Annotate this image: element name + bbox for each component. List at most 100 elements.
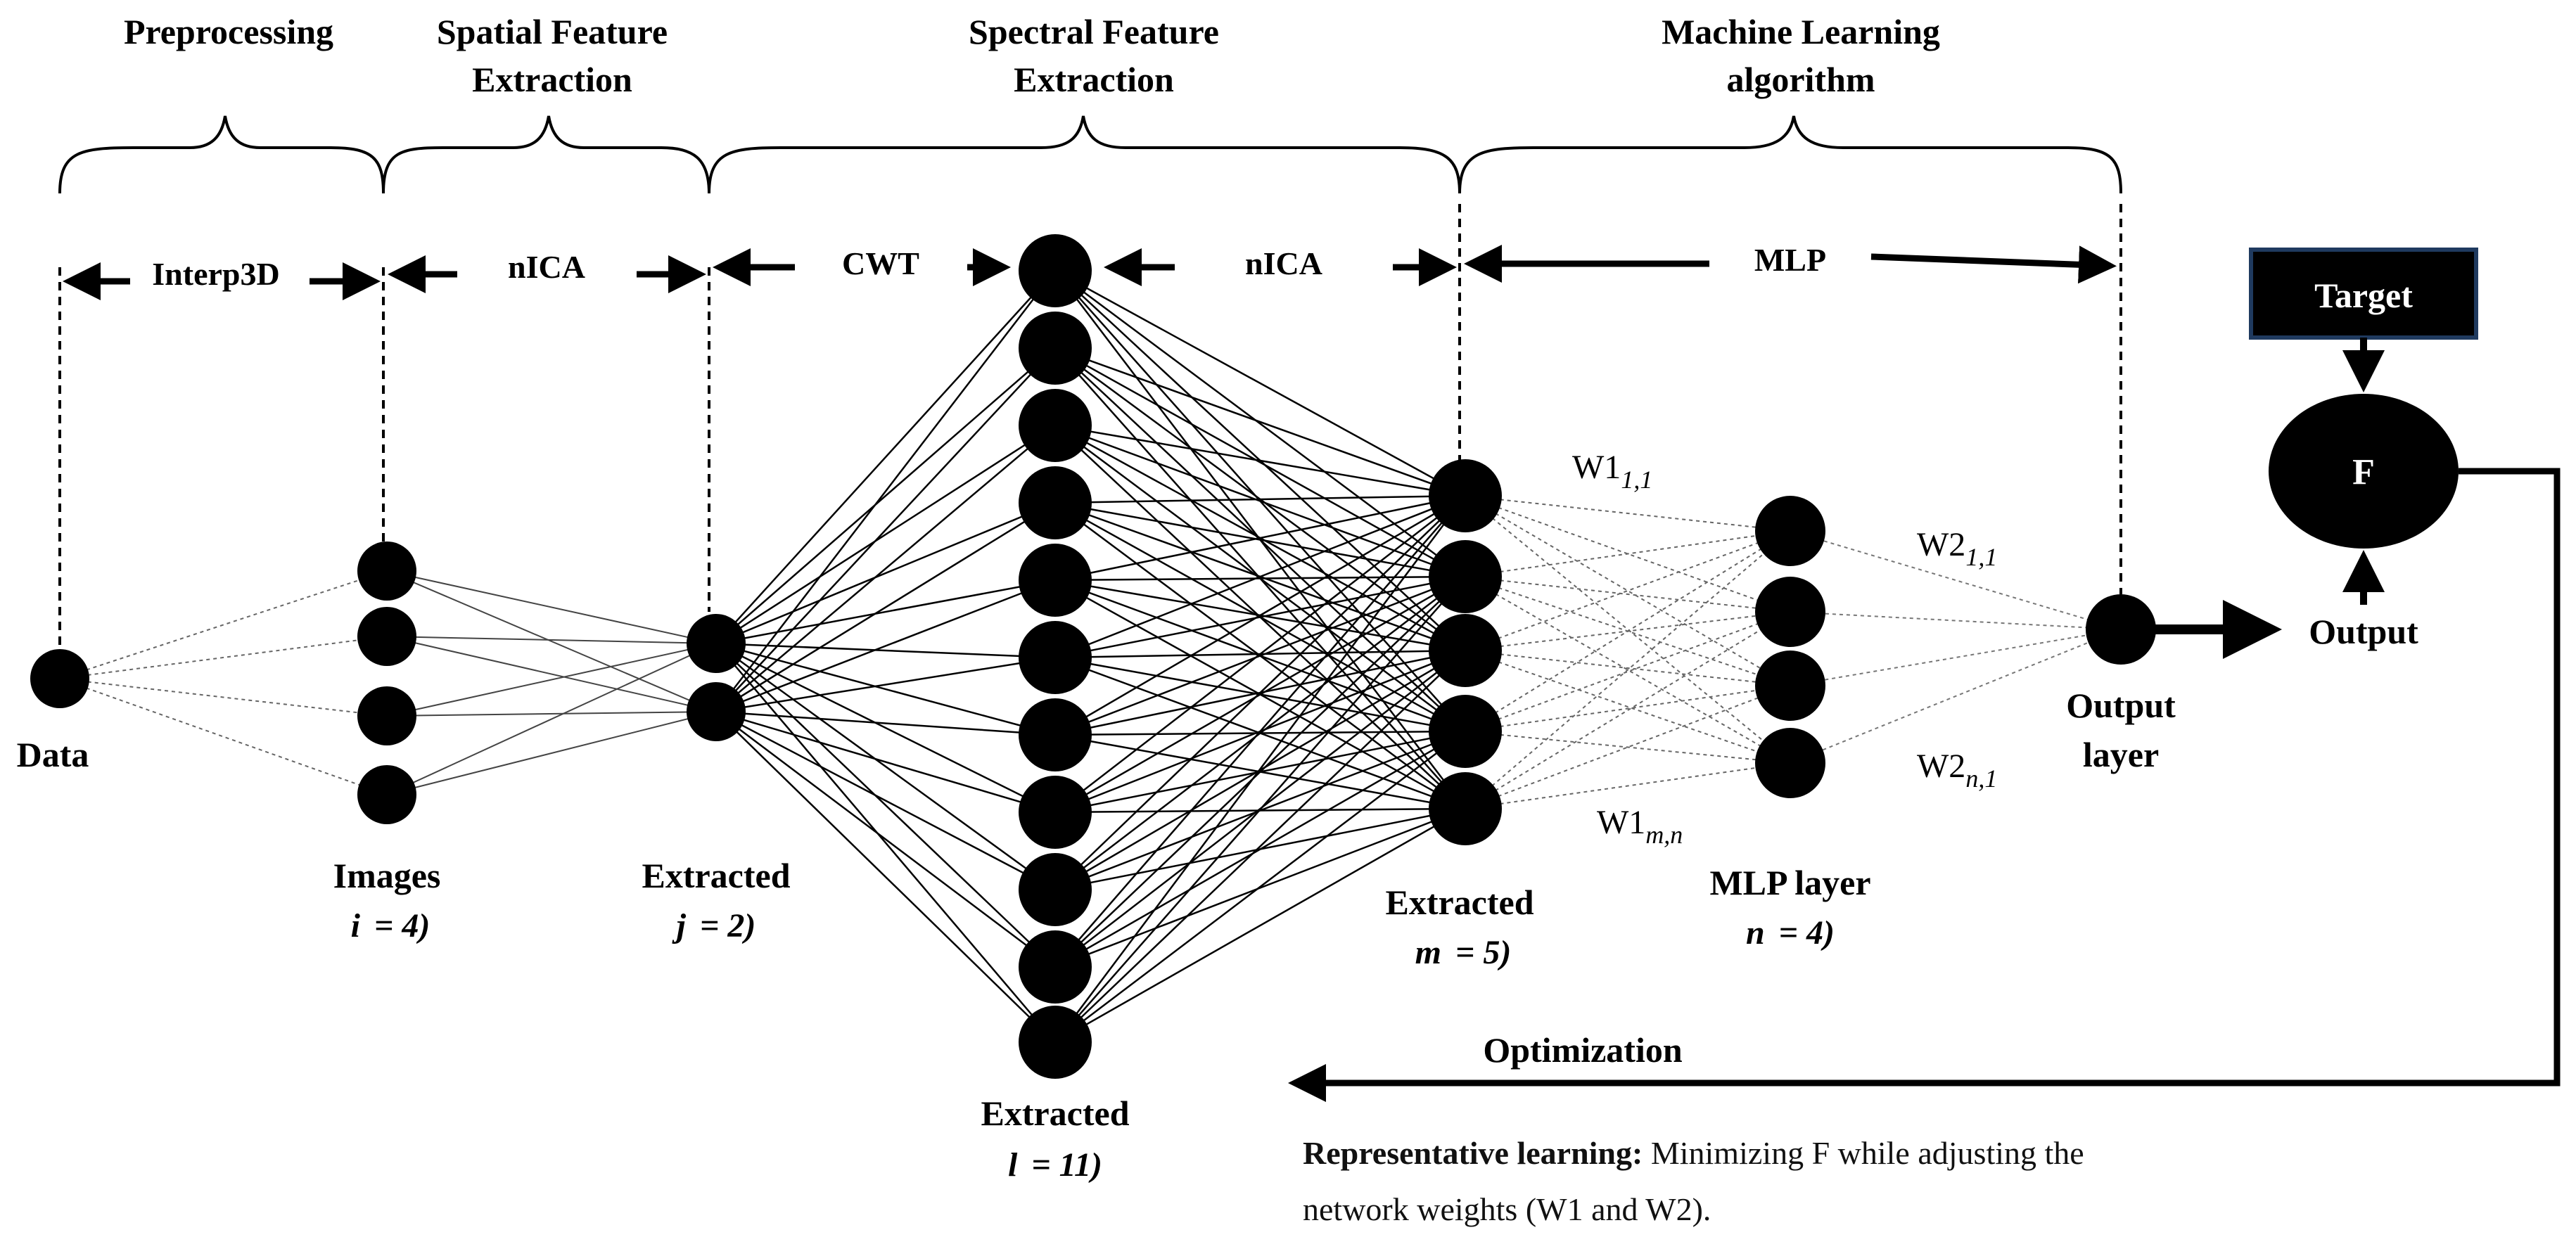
connection-extracted_j-extracted_l bbox=[715, 425, 1056, 712]
connection-extracted_l-extracted_m bbox=[1054, 495, 1466, 1043]
step-interp3d: Interp3D bbox=[152, 256, 279, 292]
connection-mlp_layer-output_layer bbox=[1790, 530, 2122, 630]
connection-extracted_l-extracted_m bbox=[1054, 575, 1466, 736]
node-mlp-layer-1 bbox=[1755, 496, 1825, 566]
node-extracted-m-3 bbox=[1429, 614, 1502, 687]
connection-extracted_m-mlp_layer bbox=[1465, 495, 1791, 764]
brace-ml bbox=[1458, 115, 2122, 194]
loss-block: Target F Output Optimization bbox=[1288, 248, 2561, 1102]
connection-images-extracted_j bbox=[386, 570, 717, 712]
layer-labels: Data Images i= 4) Extracted j= 2) Extrac… bbox=[17, 686, 2176, 1184]
connection-extracted_m-mlp_layer bbox=[1465, 530, 1791, 809]
connection-extracted_l-extracted_m bbox=[1054, 269, 1466, 497]
label-data: Data bbox=[17, 735, 89, 774]
node-output-layer-1 bbox=[2086, 594, 2156, 665]
connection-extracted_l-extracted_m bbox=[1054, 576, 1466, 1043]
step-mlp: MLP bbox=[1754, 242, 1826, 278]
node-extracted-l-6 bbox=[1019, 621, 1092, 694]
connection-extracted_m-mlp_layer bbox=[1465, 611, 1791, 809]
weight-w1-11: W11,1 bbox=[1572, 449, 1652, 494]
connection-extracted_j-extracted_l bbox=[715, 347, 1056, 644]
label-output-layer-2: layer bbox=[2083, 735, 2159, 774]
node-images-1 bbox=[357, 542, 416, 601]
representative-learning-note: Representative learning: Minimizing F wh… bbox=[1303, 1135, 2084, 1227]
connection-extracted_j-extracted_l bbox=[715, 656, 1056, 713]
stage-headers: Preprocessing Spatial Feature Extraction… bbox=[124, 12, 1940, 99]
connection-extracted_j-extracted_l bbox=[715, 643, 1056, 968]
node-extracted-l-7 bbox=[1019, 698, 1092, 771]
connection-images-extracted_j bbox=[386, 711, 717, 795]
node-extracted-m-2 bbox=[1429, 540, 1502, 613]
connection-extracted_j-extracted_l bbox=[715, 270, 1056, 644]
connection-extracted_l-extracted_m bbox=[1054, 575, 1466, 659]
node-extracted-l-4 bbox=[1019, 466, 1092, 539]
label-extracted-l: Extracted bbox=[981, 1094, 1129, 1133]
connection-images-extracted_j bbox=[386, 570, 717, 644]
node-extracted-m-1 bbox=[1429, 459, 1502, 532]
connection-extracted_j-extracted_l bbox=[715, 642, 1056, 891]
node-mlp-layer-3 bbox=[1755, 651, 1825, 721]
connection-extracted_j-extracted_l bbox=[715, 270, 1056, 712]
stage-spatial-line2: Extraction bbox=[472, 60, 632, 99]
weight-w1-mn: W1m,n bbox=[1597, 804, 1683, 849]
node-data-1 bbox=[30, 649, 89, 708]
connection-extracted_l-extracted_m bbox=[1054, 575, 1466, 582]
connection-extracted_l-extracted_m bbox=[1054, 731, 1466, 1043]
note-line-1: Representative learning: Minimizing F wh… bbox=[1303, 1135, 2084, 1171]
connection-extracted_l-extracted_m bbox=[1054, 269, 1466, 578]
connection-extracted_m-mlp_layer bbox=[1465, 530, 1791, 577]
connection-extracted_l-extracted_m bbox=[1054, 495, 1466, 813]
connection-extracted_l-extracted_m bbox=[1054, 494, 1466, 659]
connection-extracted_l-extracted_m bbox=[1054, 494, 1466, 504]
node-extracted-l-11 bbox=[1019, 1006, 1092, 1079]
step-labels: Interp3D nICA CWT nICA MLP bbox=[152, 242, 1826, 292]
connection-extracted_j-extracted_l bbox=[715, 710, 1056, 736]
label-output-layer-1: Output bbox=[2066, 686, 2176, 725]
node-mlp-layer-4 bbox=[1755, 728, 1825, 798]
connection-extracted_l-extracted_m bbox=[1054, 576, 1466, 968]
label-images: Images bbox=[333, 856, 441, 895]
node-extracted-l-5 bbox=[1019, 544, 1092, 617]
connection-extracted_l-extracted_m bbox=[1054, 424, 1466, 578]
connection-data-images bbox=[59, 636, 388, 679]
label-mlp-layer-sub: n= 4) bbox=[1746, 914, 1835, 951]
connection-extracted_l-extracted_m bbox=[1054, 495, 1466, 890]
connection-extracted_j-extracted_l bbox=[715, 642, 1056, 736]
step-cwt: CWT bbox=[842, 245, 919, 281]
label-extracted-j-sub: j= 2) bbox=[672, 907, 756, 944]
connection-extracted_m-mlp_layer bbox=[1465, 650, 1791, 686]
connection-extracted_l-extracted_m bbox=[1054, 650, 1466, 1043]
connection-extracted_j-extracted_l bbox=[715, 642, 1056, 659]
connection-extracted_l-extracted_m bbox=[1054, 501, 1466, 578]
brace-preprocessing bbox=[58, 115, 385, 194]
brace-spectral bbox=[708, 115, 1461, 194]
connection-extracted_m-mlp_layer bbox=[1465, 495, 1791, 686]
step-nica-1: nICA bbox=[508, 249, 585, 285]
connection-images-extracted_j bbox=[386, 711, 717, 717]
connection-extracted_j-extracted_l bbox=[715, 710, 1056, 891]
stage-spatial-line1: Spatial Feature bbox=[437, 12, 668, 51]
connection-extracted_j-extracted_l bbox=[715, 711, 1056, 968]
target-label: Target bbox=[2314, 276, 2413, 315]
stage-ml-line1: Machine Learning bbox=[1662, 12, 1940, 51]
node-images-3 bbox=[357, 686, 416, 745]
stage-ml-line2: algorithm bbox=[1726, 60, 1875, 99]
weight-w2-11: W21,1 bbox=[1917, 526, 1997, 571]
connection-extracted_l-extracted_m bbox=[1054, 347, 1466, 578]
connection-extracted_l-extracted_m bbox=[1054, 424, 1466, 497]
stage-spectral-line1: Spectral Feature bbox=[969, 12, 1219, 51]
loss-function-node bbox=[2269, 394, 2459, 549]
node-mlp-layer-2 bbox=[1755, 577, 1825, 647]
connection-extracted_j-extracted_l bbox=[715, 643, 1056, 1043]
connection-extracted_l-extracted_m bbox=[1054, 575, 1466, 814]
layer-connections bbox=[59, 269, 2122, 1044]
node-extracted-l-3 bbox=[1019, 389, 1092, 462]
connection-extracted_l-extracted_m bbox=[1054, 347, 1466, 497]
connection-data-images bbox=[59, 678, 388, 795]
connection-extracted_m-mlp_layer bbox=[1465, 495, 1791, 613]
note-line-2: network weights (W1 and W2). bbox=[1303, 1191, 1711, 1227]
stage-dividers bbox=[58, 204, 2122, 647]
connection-extracted_j-extracted_l bbox=[715, 501, 1056, 713]
connection-extracted_j-extracted_l bbox=[715, 579, 1056, 713]
connection-extracted_j-extracted_l bbox=[715, 424, 1056, 645]
